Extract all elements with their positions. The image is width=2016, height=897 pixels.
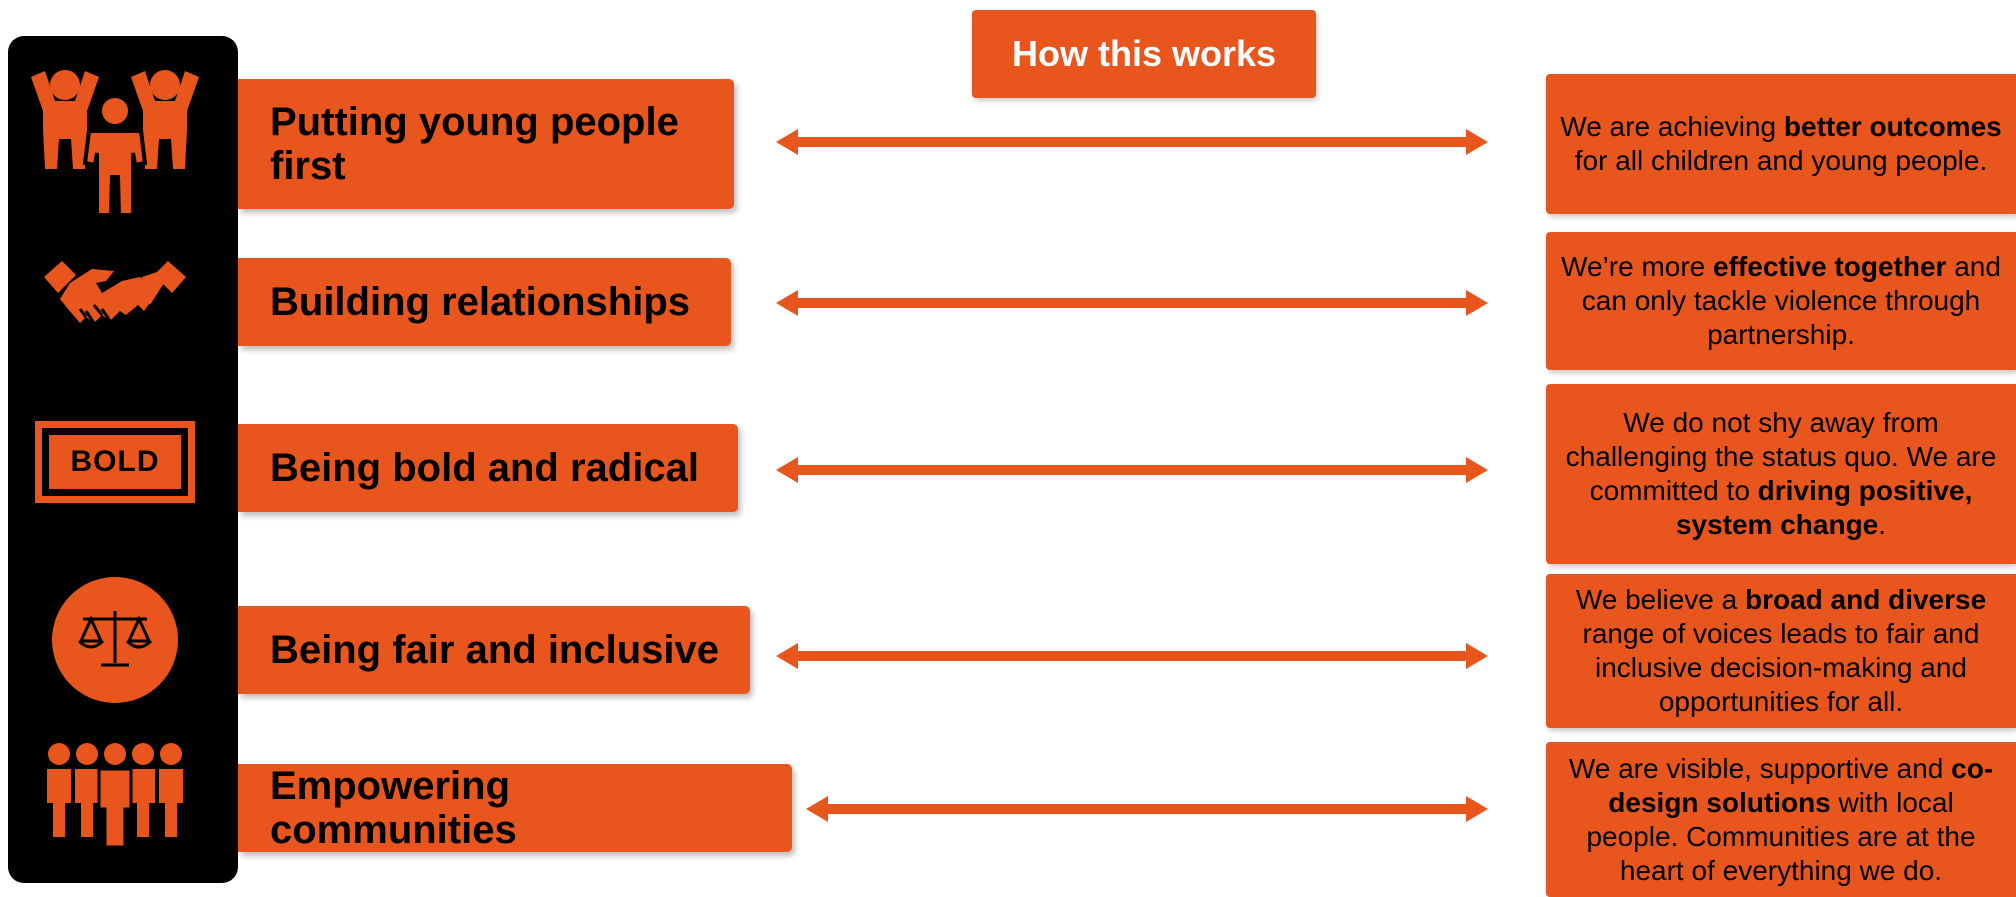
handshake-icon bbox=[0, 242, 230, 352]
value-description-text: We are achieving better outcomes for all… bbox=[1560, 110, 2002, 178]
description-text: with local people. Communities are at th… bbox=[1586, 786, 1976, 886]
double-arrow bbox=[776, 290, 1488, 316]
description-text: We are visible, supportive and bbox=[1568, 752, 1952, 784]
description-emphasis: effective together bbox=[1713, 251, 1947, 282]
value-label-putting-young-people-first: Putting young people first bbox=[238, 79, 734, 209]
description-emphasis: driving positive, system change bbox=[1675, 475, 1973, 540]
description-emphasis: broad and diverse bbox=[1744, 584, 1987, 615]
description-text: and can only tackle violence through par… bbox=[1581, 251, 2001, 350]
value-description-text: We are visible, supportive and co-design… bbox=[1560, 752, 2002, 888]
description-text: We do not shy away from challenging the … bbox=[1565, 407, 1997, 506]
value-description-text: We’re more effective together and can on… bbox=[1560, 250, 2002, 352]
value-description: We are achieving better outcomes for all… bbox=[1546, 74, 2016, 214]
scales-icon bbox=[0, 575, 230, 705]
bold-badge-icon: BOLD bbox=[0, 418, 230, 506]
double-arrow bbox=[776, 129, 1488, 155]
value-description: We’re more effective together and can on… bbox=[1546, 232, 2016, 370]
description-emphasis: better outcomes bbox=[1783, 111, 2002, 142]
value-description-text: We believe a broad and diverse range of … bbox=[1560, 583, 2002, 719]
community-icon bbox=[0, 740, 230, 850]
double-arrow bbox=[776, 643, 1488, 669]
double-arrow bbox=[806, 796, 1488, 822]
value-label-empowering-communities: Empowering communities bbox=[238, 764, 792, 852]
how-this-works-header: How this works bbox=[972, 10, 1316, 98]
bold-badge-text: BOLD bbox=[70, 445, 160, 478]
value-label-being-bold-and-radical: Being bold and radical bbox=[238, 424, 738, 512]
value-description: We are visible, supportive and co-design… bbox=[1546, 742, 2016, 897]
description-text: for all children and young people. bbox=[1574, 145, 1988, 176]
description-text: We are achieving bbox=[1560, 111, 1784, 142]
value-description: We do not shy away from challenging the … bbox=[1546, 384, 2016, 564]
value-description: We believe a broad and diverse range of … bbox=[1546, 574, 2016, 728]
children-icon bbox=[0, 62, 230, 222]
description-text: We believe a bbox=[1575, 584, 1745, 615]
description-text: range of voices leads to fair and inclus… bbox=[1582, 618, 1980, 717]
description-text: . bbox=[1878, 509, 1887, 540]
description-text: We’re more bbox=[1561, 251, 1714, 282]
value-label-building-relationships: Building relationships bbox=[238, 258, 731, 346]
value-description-text: We do not shy away from challenging the … bbox=[1560, 406, 2002, 542]
double-arrow bbox=[776, 457, 1488, 483]
value-label-being-fair-and-inclusive: Being fair and inclusive bbox=[238, 606, 750, 694]
description-emphasis: co-design solutions bbox=[1608, 752, 1994, 818]
